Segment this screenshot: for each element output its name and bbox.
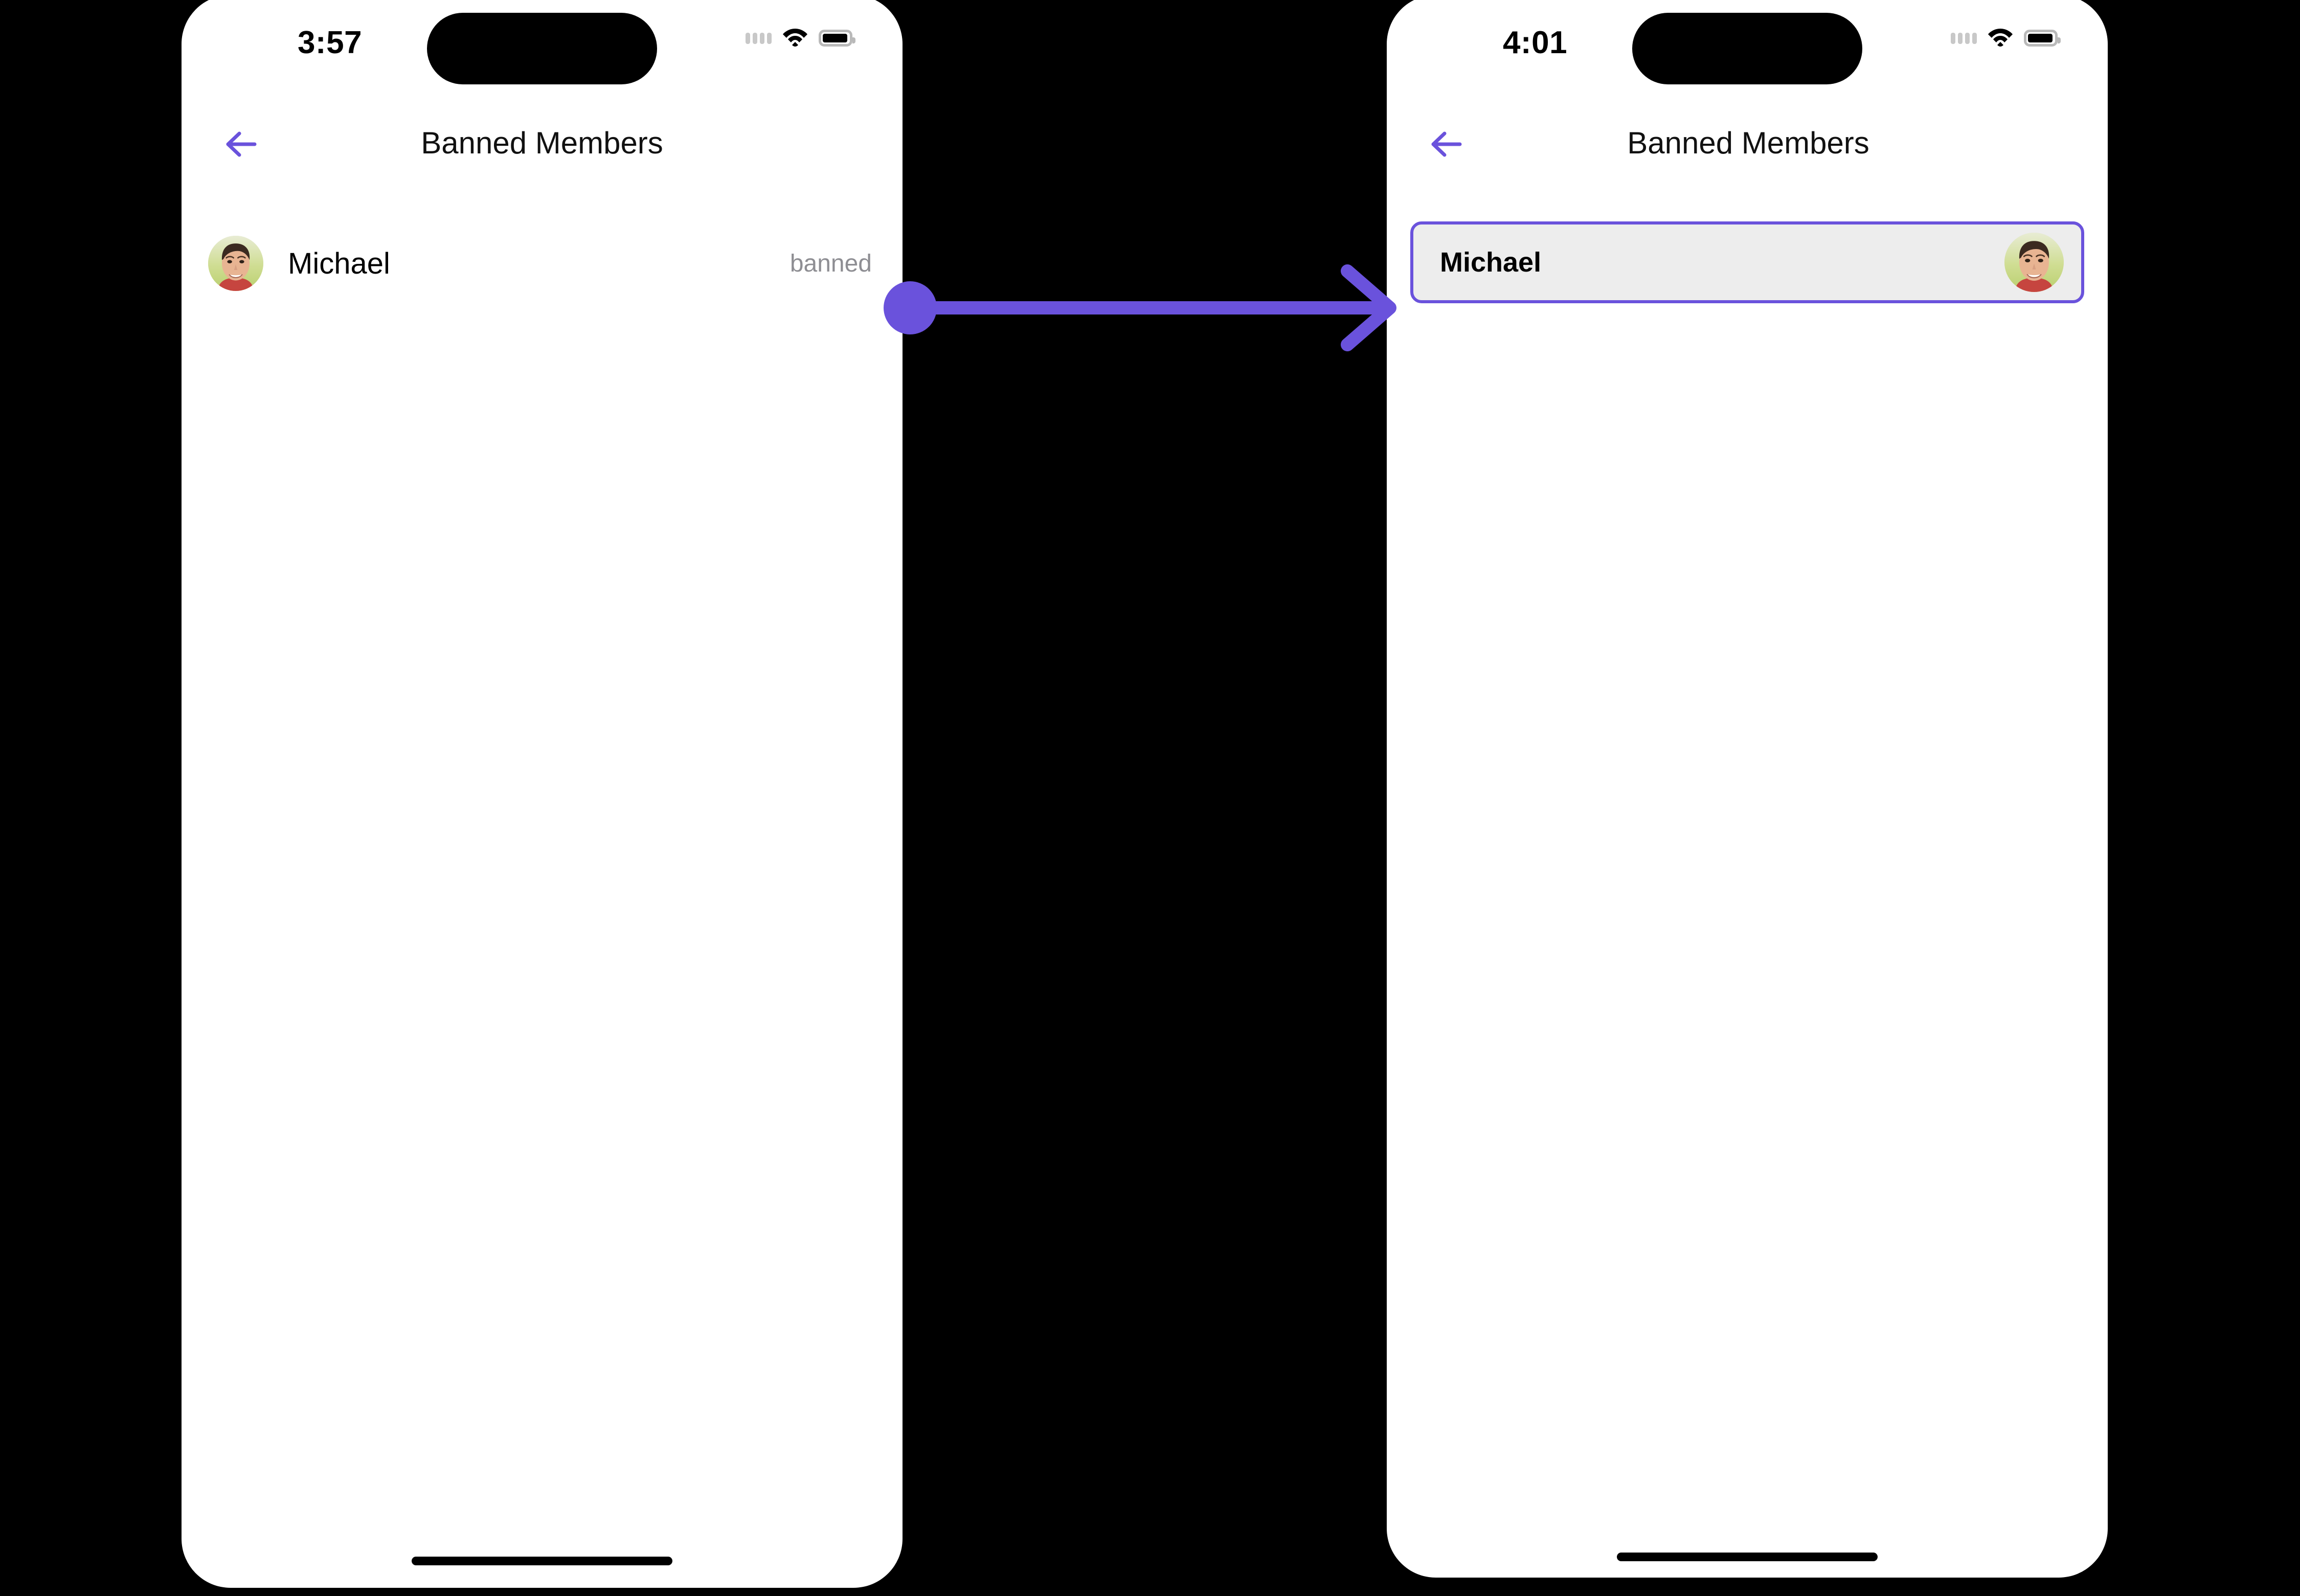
list-item-selected[interactable]: Michael: [1410, 221, 2084, 303]
back-arrow-icon[interactable]: [1429, 128, 1463, 163]
member-name: Michael: [1440, 247, 1542, 278]
status-time: 3:57: [297, 25, 363, 60]
wifi-icon: [1987, 27, 2014, 50]
list-item[interactable]: Michael banned: [182, 235, 903, 291]
cellular-dots-icon: [746, 32, 772, 44]
nav-header: Banned Members: [1387, 125, 2108, 182]
arrowhead-icon: [1341, 264, 1396, 351]
status-time: 4:01: [1502, 25, 1568, 60]
nav-header: Banned Members: [182, 125, 903, 182]
user-avatar-michael: [208, 236, 263, 291]
page-title: Banned Members: [1627, 126, 1869, 160]
transition-arrow-annotation: [884, 264, 1396, 351]
back-arrow-icon[interactable]: [224, 128, 258, 163]
home-indicator: [1617, 1553, 1878, 1561]
dynamic-island: [1632, 13, 1862, 84]
user-avatar-michael: [2004, 233, 2064, 292]
status-indicators: [746, 27, 855, 50]
dynamic-island: [427, 13, 657, 84]
battery-icon: [2024, 30, 2061, 47]
cellular-dots-icon: [1951, 32, 1977, 44]
status-bar: 4:01: [1387, 0, 2108, 84]
status-indicators: [1951, 27, 2061, 50]
status-badge: banned: [790, 250, 872, 277]
phone-screen-after: 4:01 Banned Members Michael: [1387, 0, 2108, 1578]
wifi-icon: [782, 27, 808, 50]
page-title: Banned Members: [421, 126, 663, 160]
member-name: Michael: [288, 246, 390, 280]
battery-icon: [819, 30, 855, 47]
status-bar: 3:57: [182, 0, 903, 84]
home-indicator: [412, 1557, 672, 1565]
phone-screen-before: 3:57 Banned Members: [182, 0, 903, 1588]
